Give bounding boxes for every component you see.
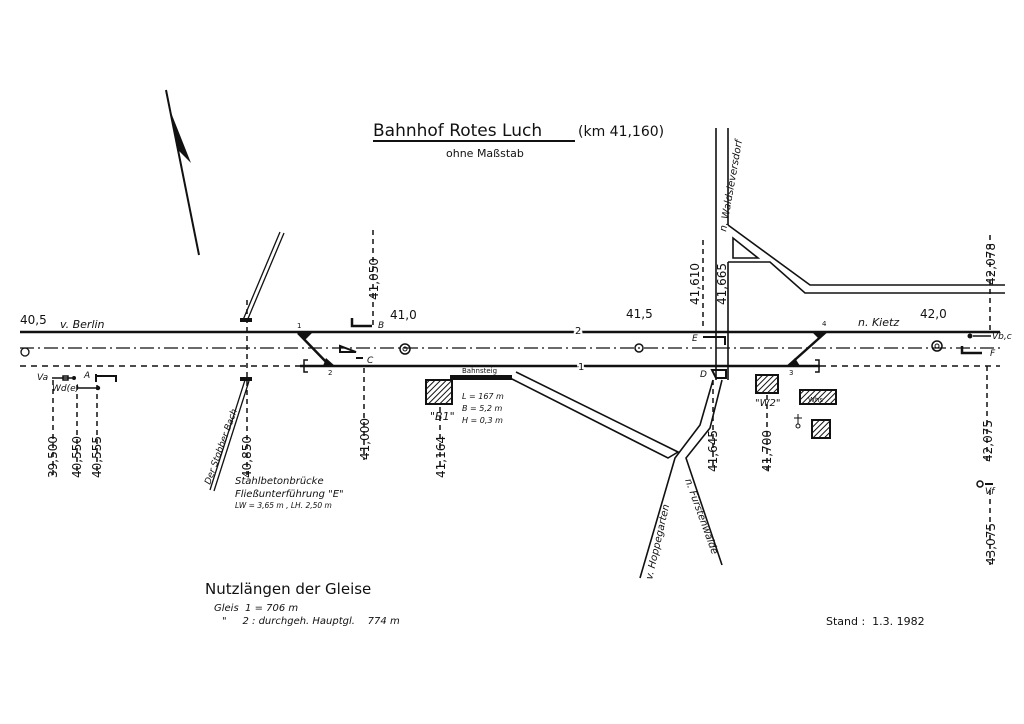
- km-position: 42,078: [984, 243, 998, 285]
- bridge-label: LW = 3,65 m , LH. 2,50 m: [235, 501, 332, 510]
- platform: [450, 375, 512, 380]
- km-position: 41,610: [688, 263, 702, 305]
- km-marker: 40,5: [20, 313, 47, 327]
- km-position: 41,164: [434, 436, 448, 478]
- switch-number: 3: [789, 369, 793, 377]
- km-position: 40,555: [90, 436, 104, 478]
- building-whs-label: Whs: [808, 396, 823, 404]
- switch-1-2: [297, 332, 335, 367]
- signal-a: A: [83, 371, 90, 381]
- km-position-labels: 39,500 40,550 40,555 40,850 41,000 41,05…: [46, 243, 998, 565]
- switch-number: 4: [822, 320, 827, 328]
- direction-kietz: n. Kietz: [858, 316, 899, 329]
- marker-circle: [20, 347, 30, 357]
- building-w2-label: "W2": [755, 398, 780, 409]
- building-whs: [799, 389, 837, 405]
- signal-circle-icon: [931, 340, 943, 352]
- title-km: (km 41,160): [578, 124, 664, 140]
- signal-icon: [52, 375, 72, 381]
- building-w2: [755, 374, 779, 394]
- km-marker: 42,0: [920, 307, 947, 321]
- lengths-row-1: Gleis 1 = 706 m: [214, 603, 298, 614]
- buffer-stop-icon: [303, 359, 308, 373]
- signal-e: E: [692, 334, 698, 344]
- signal-vf: Vf: [985, 487, 996, 497]
- signal-icon: [95, 374, 117, 382]
- signal-f: F: [990, 349, 996, 359]
- platform-label: Bahnsteig: [462, 367, 497, 375]
- signal-va: Va: [37, 373, 48, 383]
- platform-height: H = 0,3 m: [462, 416, 503, 425]
- building-b1: [425, 379, 453, 405]
- title: Bahnhof Rotes Luch: [373, 121, 542, 141]
- direction-hoppegarten: v. Hoppegarten: [644, 503, 672, 580]
- switch-number: 1: [297, 322, 301, 330]
- km-marker: 41,5: [626, 307, 653, 321]
- km-position: 41,050: [367, 258, 381, 300]
- lengths-row-2: " 2 : durchgeh. Hauptgl. 774 m: [222, 616, 400, 627]
- direction-berlin: v. Berlin: [60, 318, 105, 331]
- roads: [509, 128, 1005, 579]
- signal-icon: [703, 336, 726, 345]
- north-arrow-icon: [165, 89, 200, 256]
- signal-icon: [960, 346, 982, 355]
- well-icon: [794, 414, 802, 429]
- platform-length: L = 167 m: [462, 392, 504, 401]
- signal-d: D: [700, 370, 707, 380]
- km-position: 43,075: [984, 523, 998, 565]
- switch-number: 2: [328, 369, 332, 377]
- signal-wd: Wd(e): [52, 384, 79, 394]
- track-number: 2: [575, 326, 581, 337]
- switch-3-4: [787, 331, 827, 367]
- signal-b: B: [378, 321, 384, 331]
- lengths-heading: Nutzlängen der Gleise: [205, 580, 371, 598]
- km-position: 39,500: [46, 436, 60, 478]
- km-dimension-lines: [52, 230, 991, 565]
- km-position: 40,850: [240, 436, 254, 478]
- bridge-label: Fließunterführung "E": [235, 489, 344, 500]
- bridge-label: Stahlbetonbrücke: [235, 476, 324, 487]
- signal-circle-icon: [634, 343, 644, 353]
- km-position: 41,000: [358, 418, 372, 460]
- signal-icon: [339, 344, 363, 359]
- signal-c: C: [367, 356, 374, 366]
- signal-icon: [710, 369, 727, 379]
- km-position: 41,645: [706, 430, 720, 472]
- direction-waldsieversdorf: n. Waldsieversdorf: [718, 138, 745, 233]
- stream-label: Der Stobber Bach: [203, 407, 240, 486]
- buffer-stop-icon: [815, 359, 820, 373]
- direction-fuerstenwalde: n. Fürstenwalde: [682, 477, 720, 556]
- stand-date: Stand : 1.3. 1982: [826, 615, 925, 628]
- signal-circle-icon: [399, 343, 411, 355]
- building: [811, 419, 831, 439]
- signal-icon: [350, 318, 372, 328]
- signal-vbc: Vb,c: [992, 332, 1012, 342]
- subtitle: ohne Maßstab: [446, 147, 524, 160]
- km-position: 41,700: [760, 430, 774, 472]
- km-position: 42,075: [981, 420, 995, 462]
- km-position: 41,665: [715, 263, 729, 305]
- building-b1-label: "B1": [430, 410, 455, 423]
- stream: [209, 231, 285, 492]
- platform-width: B = 5,2 m: [462, 404, 503, 413]
- km-position: 40,550: [70, 436, 84, 478]
- km-marker: 41,0: [390, 308, 417, 322]
- track-number: 1: [578, 362, 584, 373]
